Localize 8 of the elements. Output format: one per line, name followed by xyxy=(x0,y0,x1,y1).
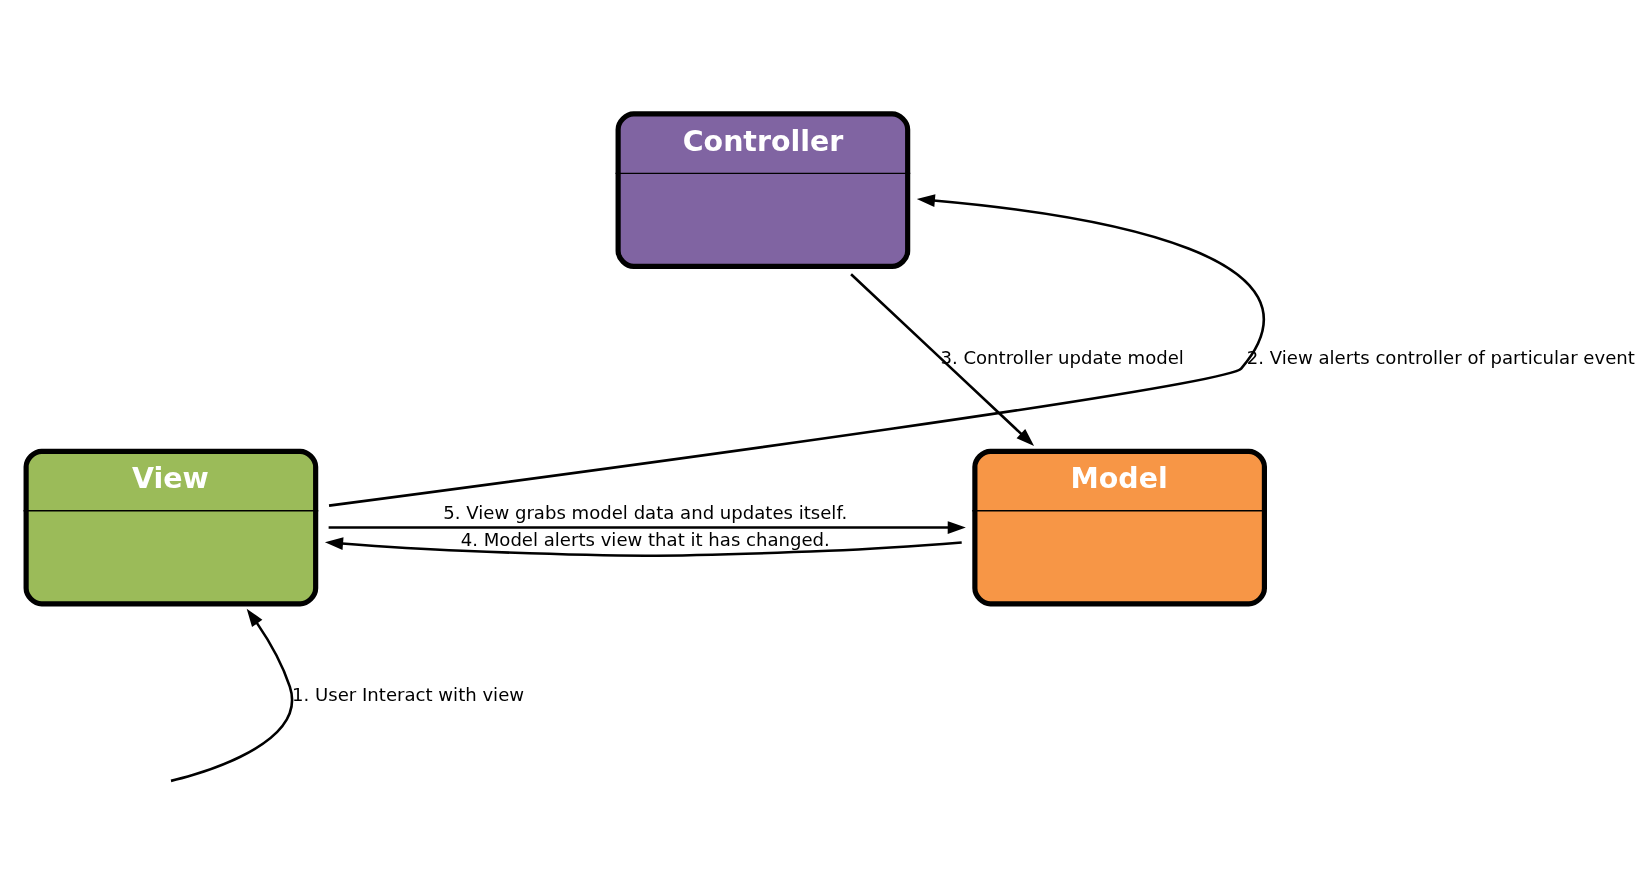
arrow xyxy=(328,194,1265,507)
edge-label: 1. User Interact with view xyxy=(292,684,525,706)
arrow xyxy=(170,608,294,783)
arrow xyxy=(850,273,1035,446)
edge-label: 5. View grabs model data and updates itself. xyxy=(443,501,848,523)
edge-label: 4. Model alerts view that it has changed. xyxy=(460,528,830,550)
arrow xyxy=(328,521,966,534)
arrow xyxy=(324,537,962,557)
